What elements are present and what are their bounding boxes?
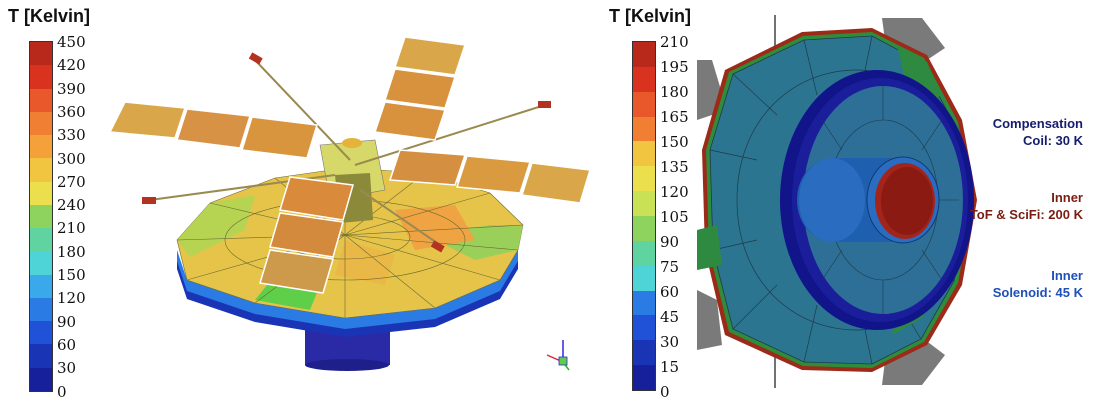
colorbar-tick-label: 30 (660, 333, 680, 351)
colorbar-segment (633, 116, 655, 142)
colorbar-tick-label: 0 (57, 382, 67, 401)
colorbar-tick-label: 90 (57, 312, 77, 331)
colorbar-tick-label: 60 (660, 283, 680, 301)
colorbar-tick-label: 390 (57, 79, 86, 98)
colorbar-tick-label: 195 (660, 58, 689, 76)
colorbar-segment (30, 181, 52, 206)
colorbar-segment (633, 315, 655, 341)
colorbar-tick-label: 210 (660, 33, 689, 51)
colorbar-tick-label: 360 (57, 102, 86, 121)
tof-line2: ToF & SciFi: 200 K (969, 207, 1083, 222)
colorbar-segment (30, 204, 52, 229)
colorbar-tick-label: 450 (57, 33, 86, 51)
colorbar-segment (30, 65, 52, 90)
colorbar-segment (633, 166, 655, 192)
colorbar-segment (633, 290, 655, 316)
satellite-thermal-model (108, 36, 591, 371)
colorbar-tick-label: 210 (57, 219, 86, 238)
colorbar-tick-label: 120 (57, 289, 86, 308)
compensation-line1: Compensation (992, 116, 1083, 131)
colorbar-segment (30, 251, 52, 276)
right-colorbar (632, 41, 656, 391)
colorbar-tick-label: 45 (660, 308, 680, 326)
detector-cross-section (697, 15, 977, 388)
colorbar-tick-label: 150 (660, 133, 689, 151)
colorbar-tick-label: 150 (57, 266, 86, 284)
colorbar-segment (633, 91, 655, 118)
colorbar-segment (633, 191, 655, 217)
colorbar-segment (30, 111, 52, 136)
colorbar-segment (30, 135, 52, 159)
left-legend-title: T [Kelvin] (8, 6, 91, 26)
colorbar-tick-label: 180 (57, 242, 86, 261)
colorbar-tick-label: 165 (660, 108, 689, 126)
colorbar-segment (633, 42, 655, 68)
colorbar-tick-label: 60 (57, 335, 77, 354)
inner-solenoid-label: Inner Solenoid: 45 K (993, 267, 1083, 301)
colorbar-segment (633, 141, 655, 167)
colorbar-tick-label: 420 (57, 56, 86, 75)
colorbar-segment (30, 88, 52, 113)
colorbar-segment (30, 228, 52, 252)
colorbar-tick-label: 120 (660, 183, 689, 201)
colorbar-segment (30, 344, 52, 369)
colorbar-segment (30, 321, 52, 345)
colorbar-tick-label: 300 (57, 149, 86, 168)
colorbar-segment (30, 42, 52, 66)
colorbar-segment (633, 240, 655, 267)
tof-line1: Inner (1051, 190, 1083, 205)
colorbar-segment (30, 274, 52, 299)
colorbar-segment (633, 216, 655, 242)
colorbar-tick-label: 0 (660, 383, 670, 401)
colorbar-segment (633, 340, 655, 366)
colorbar-tick-label: 90 (660, 233, 680, 251)
colorbar-segment (30, 367, 52, 392)
colorbar-tick-label: 15 (660, 358, 680, 376)
right-legend-title: T [Kelvin] (609, 6, 692, 26)
solenoid-line2: Solenoid: 45 K (992, 285, 1083, 300)
compensation-line2: Coil: 30 K (1023, 133, 1083, 148)
solar-panel (108, 101, 187, 139)
colorbar-segment (633, 265, 655, 292)
colorbar-tick-label: 330 (57, 126, 86, 145)
tof-scifi-label: Inner ToF & SciFi: 200 K (970, 189, 1083, 223)
solenoid-line1: Inner (1051, 268, 1083, 283)
colorbar-tick-label: 270 (57, 172, 86, 191)
colorbar-tick-label: 105 (660, 208, 689, 226)
colorbar-tick-label: 75 (660, 258, 680, 276)
compensation-coil-label: Compensation Coil: 30 K (993, 115, 1083, 149)
colorbar-segment (633, 365, 655, 391)
colorbar-tick-label: 180 (660, 83, 689, 101)
colorbar-segment (30, 158, 52, 183)
colorbar-segment (633, 66, 655, 93)
colorbar-tick-label: 240 (57, 196, 86, 215)
left-colorbar (29, 41, 53, 392)
colorbar-segment (30, 297, 52, 322)
colorbar-tick-label: 135 (660, 158, 689, 176)
colorbar-tick-label: 30 (57, 359, 77, 378)
